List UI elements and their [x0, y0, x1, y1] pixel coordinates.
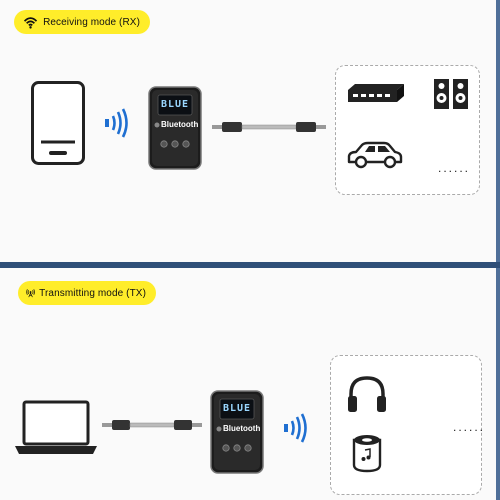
antenna-icon	[26, 289, 35, 298]
aux-cable-icon	[102, 420, 202, 430]
tx-output-devices-box	[330, 355, 482, 495]
wireless-signal-icon	[284, 413, 307, 443]
adapter-brand-label: Bluetooth	[223, 424, 261, 433]
transmitting-mode-text: Transmitting mode (TX)	[39, 287, 146, 299]
speakers-icon	[434, 79, 468, 109]
receiving-mode-label: Receiving mode (RX)	[14, 10, 150, 34]
transmitting-mode-panel: Transmitting mode (TX) BLUE Bluetooth	[0, 268, 500, 500]
bluetooth-adapter: BLUE Bluetooth	[210, 390, 264, 474]
adapter-body	[210, 390, 264, 474]
laptop-icon	[15, 400, 97, 454]
car-icon	[347, 141, 403, 169]
more-devices-dots: ......	[453, 420, 486, 434]
receiving-mode-text: Receiving mode (RX)	[43, 16, 140, 28]
bluetooth-speaker-icon	[352, 435, 382, 473]
wifi-icon	[23, 17, 38, 29]
hifi-receiver-icon	[348, 84, 404, 102]
edge-bar	[496, 0, 500, 262]
wireless-signal-icon	[105, 108, 128, 138]
headphones-icon	[348, 376, 386, 412]
transmitting-mode-label: Transmitting mode (TX)	[18, 281, 156, 305]
smartphone-icon	[31, 81, 85, 165]
adapter-display: BLUE	[223, 403, 252, 414]
receiving-mode-panel: Receiving mode (RX) BLUE Bluetooth	[14, 0, 500, 262]
bluetooth-adapter: BLUE Bluetooth	[148, 86, 202, 170]
more-devices-dots: ......	[438, 161, 471, 175]
adapter-body	[148, 86, 202, 170]
adapter-brand-label: Bluetooth	[161, 120, 199, 129]
adapter-display: BLUE	[161, 99, 190, 110]
edge-bar	[496, 268, 500, 500]
aux-cable-icon	[212, 122, 326, 132]
section-divider	[0, 262, 500, 268]
